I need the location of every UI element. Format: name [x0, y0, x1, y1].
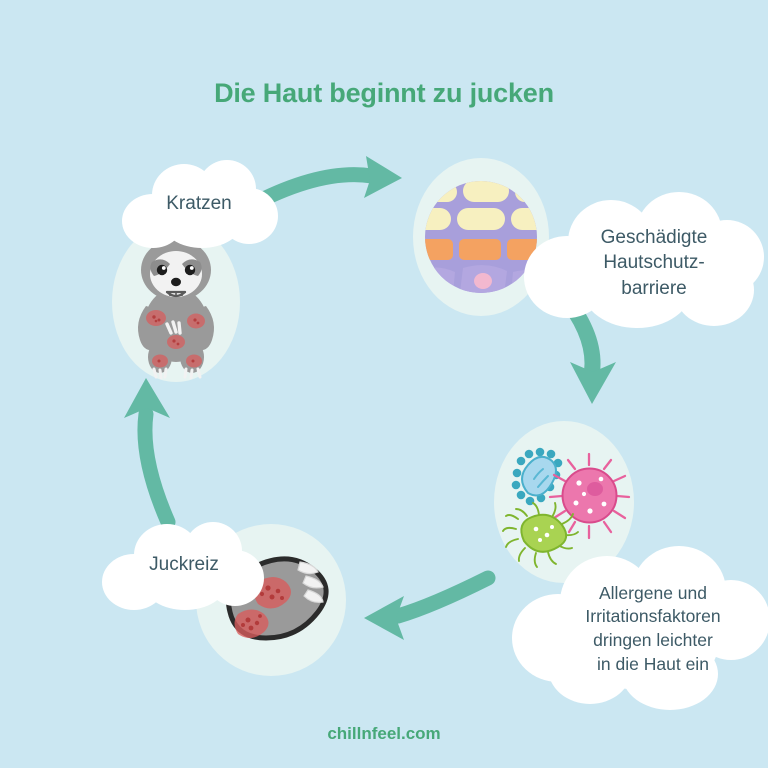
label-cloud-allergene: Allergene und Irritationsfaktoren dringe… — [512, 542, 768, 712]
label-cloud-kratzen: Kratzen — [116, 158, 282, 250]
arrow-allergene-to-juckreiz — [364, 570, 496, 640]
arrow-juckreiz-to-kratzen — [124, 378, 176, 530]
label-cloud-hautschutzbarriere: Geschädigte Hautschutz- barriere — [524, 192, 764, 334]
illustration-disc-allergene — [494, 421, 634, 583]
microbes-icon — [502, 447, 631, 568]
bacillus-green — [502, 502, 579, 568]
bacillus-blue — [511, 447, 563, 506]
cloud-puff — [568, 604, 718, 690]
illustration-disc-hautschutzbarriere — [413, 158, 549, 316]
label-text-juckreiz: Juckreiz — [149, 554, 219, 576]
page-title: Die Haut beginnt zu jucken — [214, 78, 554, 108]
label-text-kratzen: Kratzen — [166, 193, 232, 215]
label-text-hautschutzbarriere: Geschädigte Hautschutz- barriere — [600, 226, 708, 299]
cloud-puff — [144, 558, 226, 610]
cloud-puff — [582, 248, 692, 328]
coccus-pink — [548, 452, 631, 540]
site-footer-link[interactable]: chillnfeel.com — [327, 724, 441, 743]
label-text-allergene: Allergene und Irritationsfaktoren dringe… — [585, 582, 721, 674]
skin-barrier-cross-section-icon — [425, 181, 537, 293]
label-cloud-juckreiz: Juckreiz — [100, 518, 268, 612]
cloud-puff — [162, 196, 242, 248]
